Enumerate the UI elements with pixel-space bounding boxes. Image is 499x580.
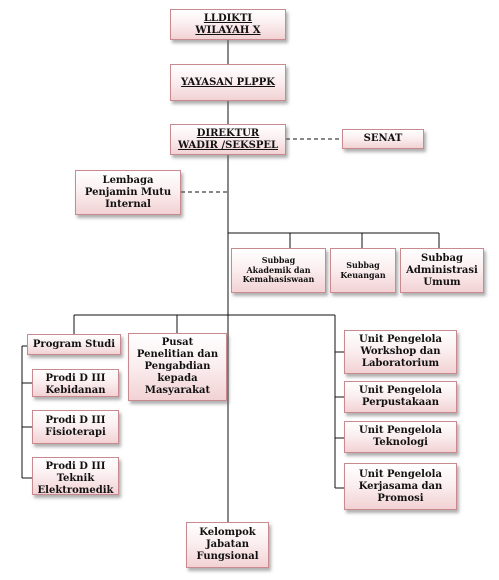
subbag-keuangan-line-2: Keuangan: [340, 269, 386, 280]
prodi-elektromedik-line-3: Elektromedik: [37, 485, 114, 495]
unit-kerjasama-line-3: Promosi: [377, 492, 424, 504]
lembaga-line-2: Penjamin Mutu: [84, 186, 172, 198]
pusat-line-1: Pusat: [161, 337, 194, 348]
pusat-line-2: Penelitian dan: [136, 349, 219, 360]
unit-kerjasama-line-2: Kerjasama dan: [358, 480, 443, 492]
box-senat: SENAT: [342, 129, 424, 149]
pusat-line-4: kepada: [157, 373, 198, 384]
subbag-akademik-line-2: Akademik dan: [246, 264, 311, 275]
prodi-elektromedik-line-1: Prodi D III: [45, 461, 106, 472]
kelompok-line-2: Jabatan: [205, 539, 250, 550]
prodi-fisioterapi-line-1: Prodi D III: [45, 415, 106, 426]
unit-workshop-line-2: Workshop dan: [360, 346, 441, 357]
pusat-line-5: Masyarakat: [144, 385, 211, 396]
box-program-studi: Program Studi: [27, 334, 121, 355]
kelompok-line-1: Kelompok: [199, 527, 256, 538]
lldikti-line-1: LLDIKTI: [203, 12, 253, 24]
unit-workshop-line-1: Unit Pengelola: [359, 334, 442, 345]
unit-workshop-line-3: Laboratorium: [361, 358, 440, 369]
prodi-kebidanan-line-2: Kebidanan: [45, 385, 106, 396]
unit-teknologi-line-2: Teknologi: [373, 437, 428, 448]
subbag-umum-line-1: Subbag: [421, 252, 463, 264]
unit-perpustakaan-line-2: Perpustakaan: [361, 397, 439, 408]
prodi-kebidanan-line-1: Prodi D III: [45, 373, 106, 384]
direktur-line-2: WADIR /SEKSPEL: [177, 139, 279, 151]
prodi-elektromedik-line-2: Teknik: [56, 473, 95, 484]
subbag-umum-line-2: Administrasi: [406, 264, 478, 276]
subbag-umum-line-3: Umum: [423, 276, 461, 288]
subbag-keuangan-line-1: Subbag: [346, 259, 380, 270]
lembaga-line-1: Lembaga: [102, 174, 154, 186]
yayasan-label: YAYASAN PLPPK: [181, 76, 275, 88]
lembaga-line-3: Internal: [105, 198, 151, 210]
prodi-fisioterapi-line-2: Fisioterapi: [45, 427, 106, 438]
unit-teknologi-line-1: Unit Pengelola: [359, 425, 442, 436]
pusat-line-3: Pengabdian: [144, 361, 211, 372]
direktur-line-1: DIREKTUR: [196, 127, 260, 139]
box-yayasan: YAYASAN PLPPK: [170, 64, 286, 101]
senat-label: SENAT: [363, 133, 403, 144]
subbag-akademik-line-1: Subbag: [261, 255, 296, 266]
unit-perpustakaan-line-1: Unit Pengelola: [359, 385, 442, 396]
kelompok-line-3: Fungsional: [196, 551, 259, 562]
unit-kerjasama-line-1: Unit Pengelola: [359, 468, 442, 480]
lldikti-line-2: WILAYAH X: [195, 24, 261, 36]
subbag-akademik-line-3: Kemahasiswaan: [242, 274, 315, 285]
program-studi-label: Program Studi: [32, 338, 116, 350]
